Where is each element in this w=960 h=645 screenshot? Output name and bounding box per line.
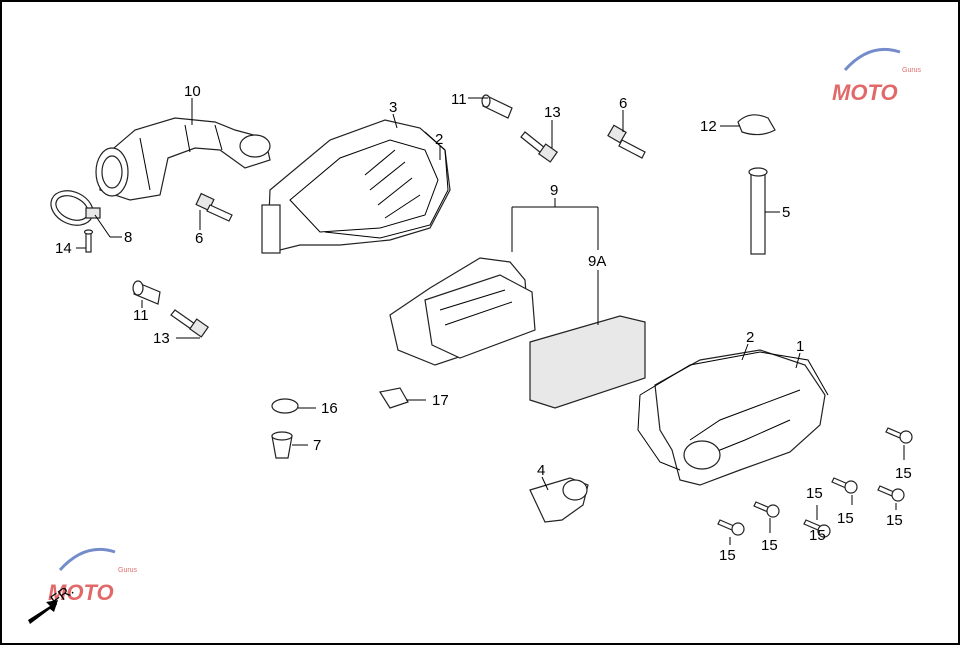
callout-15-a: 15 <box>895 465 912 482</box>
leader-lines <box>76 97 905 545</box>
callout-15-c: 15 <box>837 510 854 527</box>
part-bolt-upper <box>520 131 559 163</box>
callout-3: 3 <box>389 99 397 116</box>
callout-16: 16 <box>321 400 338 417</box>
part-inlet-funnel <box>529 477 589 523</box>
callout-5: 5 <box>782 204 790 221</box>
callout-15-e: 15 <box>761 537 778 554</box>
callout-10: 10 <box>184 83 201 100</box>
part-clip <box>737 114 776 136</box>
callout-9A: 9A <box>588 253 606 270</box>
part-drain-tube <box>748 167 768 255</box>
callout-8: 8 <box>124 229 132 246</box>
watermark-sub: Gurus <box>118 567 138 574</box>
part-intake-duct <box>95 117 271 201</box>
watermark-logo-bottom: MOTO Gurus <box>48 547 138 605</box>
part-drain-plug <box>271 431 293 459</box>
callout-15-b: 15 <box>806 485 823 502</box>
callout-4: 4 <box>537 462 545 479</box>
callout-17: 17 <box>432 392 449 409</box>
screw-b <box>831 477 858 494</box>
part-air-cleaner-case <box>654 349 826 486</box>
callout-6-lower: 6 <box>195 230 203 247</box>
callout-11-lower: 11 <box>133 307 149 324</box>
part-gasket-upper <box>324 131 449 239</box>
watermark-brand: MOTO <box>832 80 898 105</box>
callout-2-lower: 2 <box>746 329 754 346</box>
callout-2-upper: 2 <box>435 131 443 148</box>
callout-7: 7 <box>313 437 321 454</box>
part-bolt-washer <box>195 192 233 222</box>
callout-13-lower: 13 <box>153 330 170 347</box>
arrow-left-icon <box>28 600 58 624</box>
part-bolt-washer-upper <box>607 124 646 159</box>
screw-c <box>877 485 905 502</box>
callout-15-f: 15 <box>809 527 826 544</box>
screw-d <box>753 501 780 518</box>
part-screws <box>717 427 913 538</box>
callout-1: 1 <box>796 338 804 355</box>
callout-labels: 10 3 2 11 13 6 12 5 8 14 6 9 9A 11 13 2 … <box>55 83 912 564</box>
callout-15-d: 15 <box>886 512 903 529</box>
part-speed-nut <box>379 387 409 409</box>
callout-6-upper: 6 <box>619 95 627 112</box>
part-gasket-lower <box>637 351 829 471</box>
callout-14: 14 <box>55 240 72 257</box>
watermark-sub: Gurus <box>902 67 922 74</box>
part-hose-clamp <box>50 190 101 226</box>
callout-9: 9 <box>550 182 558 199</box>
part-air-cleaner-cover <box>261 119 451 254</box>
callout-15-g: 15 <box>719 547 736 564</box>
callout-13-upper: 13 <box>544 104 561 121</box>
part-bolt-lower <box>170 309 210 338</box>
callout-11-upper: 11 <box>451 91 467 108</box>
part-foam-filter <box>529 315 646 409</box>
part-pin <box>83 229 94 253</box>
part-air-filter-element <box>389 257 536 366</box>
screw-a <box>885 427 913 444</box>
part-o-ring <box>271 398 299 414</box>
part-grommet-lower <box>132 280 161 305</box>
screw-f <box>717 519 745 536</box>
watermark-brand: MOTO <box>48 580 114 605</box>
screw-e <box>803 519 831 538</box>
watermark-logo-top: MOTO Gurus <box>832 47 922 105</box>
callout-12: 12 <box>700 118 717 135</box>
